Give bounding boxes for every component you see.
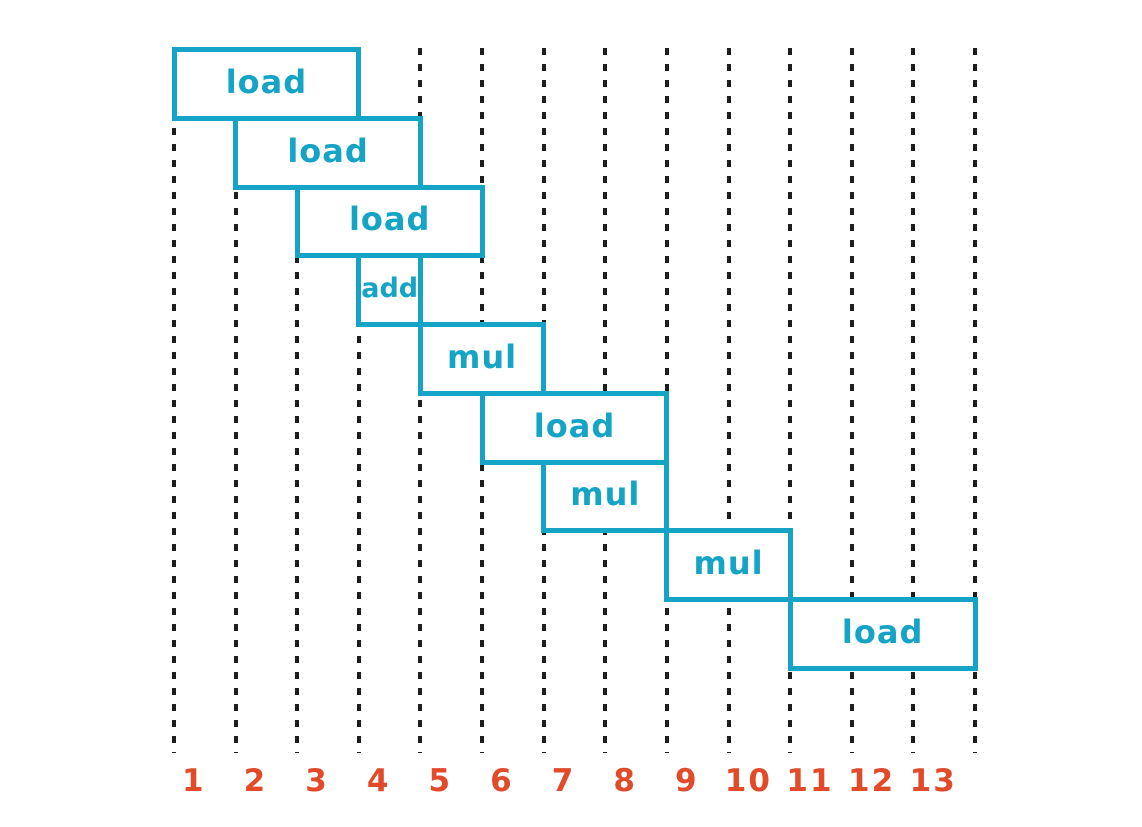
op-box-load: load (787, 597, 978, 671)
cycle-number-label: 10 (724, 763, 772, 799)
op-box-label: load (533, 406, 616, 445)
op-box-label: load (225, 62, 308, 101)
cycle-number-label: 1 (182, 763, 206, 799)
cycle-gridline (295, 48, 300, 753)
op-box-mul: mul (417, 322, 547, 396)
cycle-number-label: 3 (305, 763, 329, 799)
op-box-label: load (287, 131, 369, 170)
cycle-gridline (849, 48, 854, 753)
op-box-label: mul (570, 475, 641, 514)
op-box-mul: mul (664, 528, 793, 602)
op-box-load: load (479, 390, 670, 465)
cycle-number-label: 6 (490, 763, 514, 799)
cycle-gridline (726, 48, 731, 753)
cycle-number-label: 9 (674, 763, 699, 799)
op-box-add: add (356, 253, 423, 327)
cycle-gridline (356, 48, 361, 753)
op-box-label: mul (693, 544, 764, 583)
op-box-label: load (841, 612, 924, 651)
op-box-label: add (361, 272, 419, 304)
op-box-load: load (171, 47, 362, 121)
op-box-label: mul (447, 337, 518, 376)
cycle-gridline (172, 48, 176, 753)
cycle-gridline (788, 48, 793, 753)
cycle-number-label: 4 (366, 763, 391, 799)
cycle-number-label: 2 (243, 763, 268, 799)
op-box-mul: mul (541, 459, 670, 534)
cycle-gridline (973, 48, 978, 753)
cycle-number-label: 8 (613, 763, 637, 799)
cycle-number-label: 11 (786, 763, 834, 799)
cycle-gridline (233, 48, 238, 753)
op-box-label: load (348, 200, 431, 239)
cycle-number-label: 5 (428, 763, 453, 799)
op-box-load: load (294, 184, 485, 259)
cycle-gridline (418, 48, 423, 753)
op-box-load: load (233, 115, 423, 190)
cycle-number-label: 13 (909, 763, 957, 799)
cycle-number-label: 12 (848, 763, 896, 799)
cycle-gridline (911, 48, 916, 753)
cycle-number-label: 7 (551, 763, 576, 799)
